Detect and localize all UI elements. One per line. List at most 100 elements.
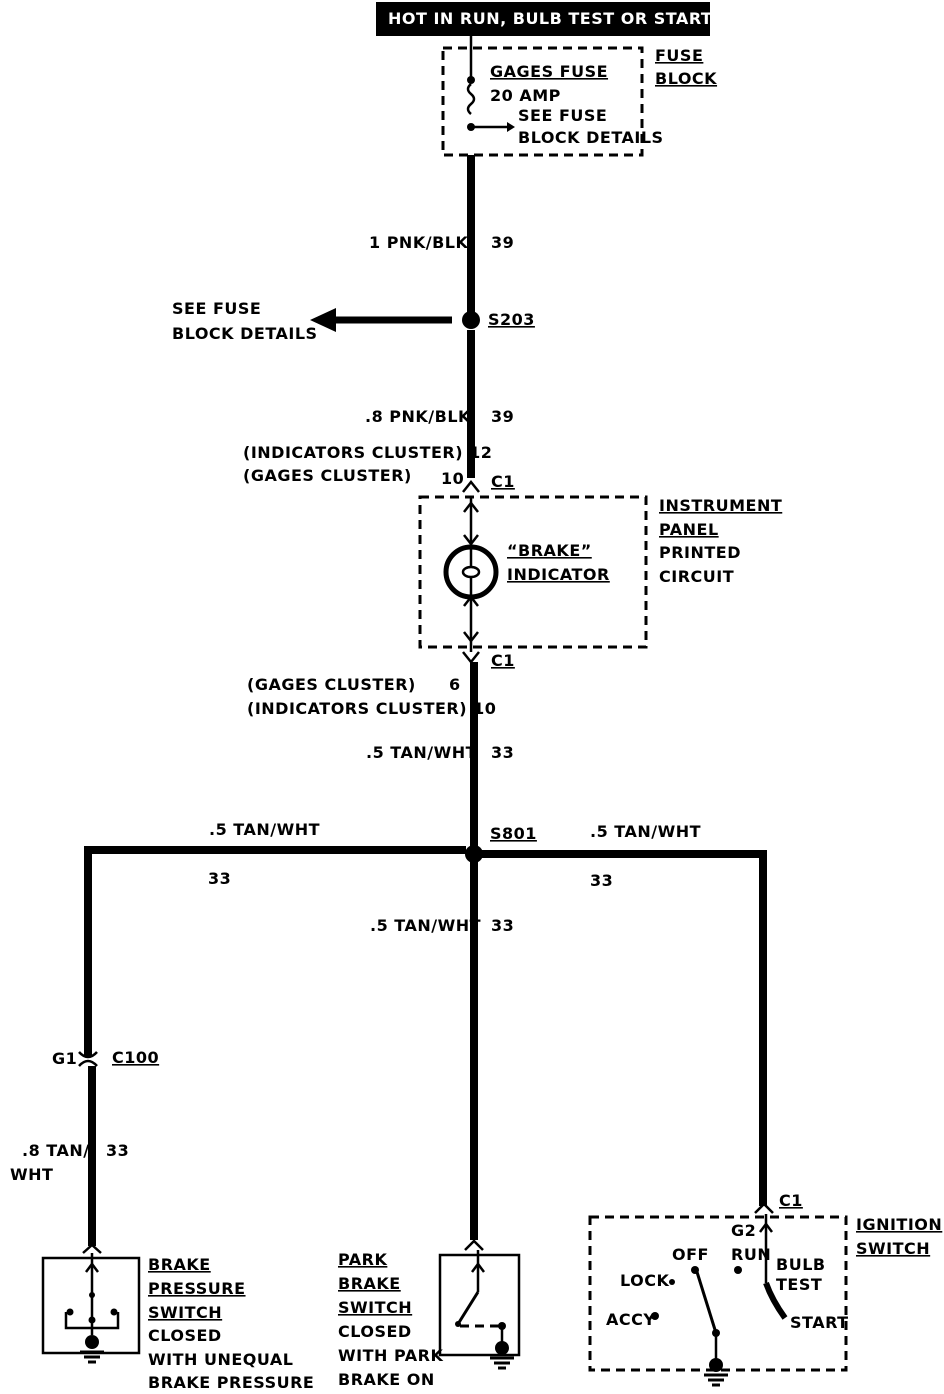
s203-branch-arrow-icon <box>310 308 336 332</box>
header-banner <box>376 2 710 36</box>
panel-arrow-top-icon <box>463 500 479 513</box>
c100-name: C100 <box>112 1048 159 1067</box>
bps-contact-bar <box>64 1312 120 1330</box>
pbs-contact-left <box>455 1321 461 1327</box>
ign-lock-label: LOCK <box>620 1271 669 1290</box>
bps-label-line1: BRAKE <box>148 1255 211 1274</box>
ign-off-label: OFF <box>672 1245 709 1264</box>
fuse-name: GAGES FUSE <box>490 62 608 81</box>
header-title: HOT IN RUN, BULB TEST OR START <box>388 9 712 28</box>
s203-note-line2: BLOCK DETAILS <box>172 324 318 343</box>
ign-lock-contact <box>669 1279 675 1285</box>
indicator-label-line2: INDICATOR <box>507 565 610 584</box>
ign-label-line1: IGNITION <box>856 1215 942 1234</box>
connector-bottom-line2: (INDICATORS CLUSTER) 10 <box>247 699 496 718</box>
connector-top-line1: (INDICATORS CLUSTER) 12 <box>243 443 492 462</box>
pbs-ground-node <box>495 1341 509 1355</box>
pbs-arrow-icon <box>471 1261 485 1273</box>
fuse-block-label-line2: BLOCK <box>655 69 717 88</box>
bps-ground-node <box>85 1335 99 1349</box>
wire-left <box>84 846 466 1056</box>
ign-switch-arm <box>695 1271 718 1334</box>
instrument-panel-line4: CIRCUIT <box>659 567 734 586</box>
ign-run-label: RUN <box>731 1245 771 1264</box>
bps-label-line4: CLOSED <box>148 1326 222 1345</box>
ign-pin-label: G2 <box>731 1221 756 1240</box>
pbs-connector-icon <box>464 1239 484 1251</box>
ign-arrow-icon <box>759 1221 773 1233</box>
pbs-label-line1: PARK <box>338 1250 387 1269</box>
wire-right-gauge: .5 TAN/WHT <box>590 822 701 841</box>
ign-run-contact <box>734 1266 742 1274</box>
bps-contact-right <box>110 1308 118 1316</box>
wire-right <box>482 850 767 1206</box>
wire-left-gauge: .5 TAN/WHT <box>209 820 320 839</box>
ign-connector-label: C1 <box>779 1191 803 1210</box>
pbs-label-line4: CLOSED <box>338 1322 412 1341</box>
bps-label-line6: BRAKE PRESSURE <box>148 1373 314 1392</box>
bps-label-line3: SWITCH <box>148 1303 222 1322</box>
wire-lower-left-gauge-line1: .8 TAN/ <box>22 1141 90 1160</box>
fuse-element <box>466 83 476 115</box>
ign-start-label: START <box>790 1313 849 1332</box>
connector-bottom-name: C1 <box>491 651 515 670</box>
bps-contact-center <box>88 1316 96 1324</box>
fuse-rating: 20 AMP <box>490 86 561 105</box>
c100-lower-icon <box>78 1059 98 1067</box>
wire-center-circuit: 33 <box>491 916 514 935</box>
connector-bottom-pin: 6 <box>449 675 461 694</box>
pbs-label-line3: SWITCH <box>338 1298 412 1317</box>
wire-upper-circuit: 39 <box>491 407 514 426</box>
bps-label-line5: WITH UNEQUAL <box>148 1350 293 1369</box>
fuse-block-box <box>441 46 644 157</box>
bps-connector-icon <box>82 1243 102 1254</box>
wire-lower-left-gauge-line2: WHT <box>10 1165 53 1184</box>
splice-s203-label: S203 <box>488 310 535 329</box>
pbs-label-line2: BRAKE <box>338 1274 401 1293</box>
panel-arrow-upper-icon <box>463 534 479 547</box>
wire-center-gauge: .5 TAN/WHT <box>370 916 481 935</box>
ign-bulb-line1: BULB <box>776 1255 826 1274</box>
c100-upper-icon <box>78 1051 98 1059</box>
wire-mid-gauge: .5 TAN/WHT <box>366 743 477 762</box>
connector-top-pin: 10 <box>441 469 464 488</box>
bps-contact-left <box>66 1308 74 1316</box>
park-brake-switch-box <box>438 1253 521 1357</box>
fuse-note-line2: BLOCK DETAILS <box>518 128 664 147</box>
fuse-note-line1: SEE FUSE <box>518 106 607 125</box>
pbs-label-line6: BRAKE ON <box>338 1370 435 1389</box>
connector-bottom-female-icon <box>462 651 480 665</box>
panel-arrow-bottom-icon <box>463 631 479 644</box>
pbs-label-line5: WITH PARK <box>338 1346 443 1365</box>
ign-ground-node <box>709 1358 723 1372</box>
connector-bottom-line1: (GAGES CLUSTER) <box>247 675 416 694</box>
connector-top-name: C1 <box>491 472 515 491</box>
wire-top-circuit: 39 <box>491 233 514 252</box>
fuse-block-label-line1: FUSE <box>655 46 703 65</box>
ign-accy-label: ACCY <box>606 1310 655 1329</box>
wire-lower-left-circuit: 33 <box>106 1141 129 1160</box>
splice-s801 <box>465 845 483 863</box>
instrument-panel-line2: PANEL <box>659 520 719 539</box>
instrument-panel-box <box>418 495 648 649</box>
splice-s801-label: S801 <box>490 824 537 843</box>
bps-arrow-icon <box>85 1261 99 1273</box>
fuse-branch-arrow-icon <box>507 122 515 132</box>
s203-note-line1: SEE FUSE <box>172 299 261 318</box>
wire-top-gauge: 1 PNK/BLK <box>369 233 468 252</box>
ign-start-contact <box>763 1281 788 1320</box>
instrument-panel-line1: INSTRUMENT <box>659 496 782 515</box>
indicator-label-line1: “BRAKE” <box>507 541 592 560</box>
wire-upper-gauge: .8 PNK/BLK <box>365 407 471 426</box>
wire-mid-circuit: 33 <box>491 743 514 762</box>
connector-top-line2: (GAGES CLUSTER) <box>243 466 412 485</box>
bps-label-line2: PRESSURE <box>148 1279 246 1298</box>
connector-top-female-icon <box>462 479 480 493</box>
wire-right-circuit: 33 <box>590 871 613 890</box>
ign-label-line2: SWITCH <box>856 1239 930 1258</box>
ign-connector-icon <box>754 1202 774 1214</box>
splice-s203 <box>462 311 480 329</box>
ignition-switch-box <box>588 1215 848 1372</box>
ign-accy-contact <box>651 1312 659 1320</box>
